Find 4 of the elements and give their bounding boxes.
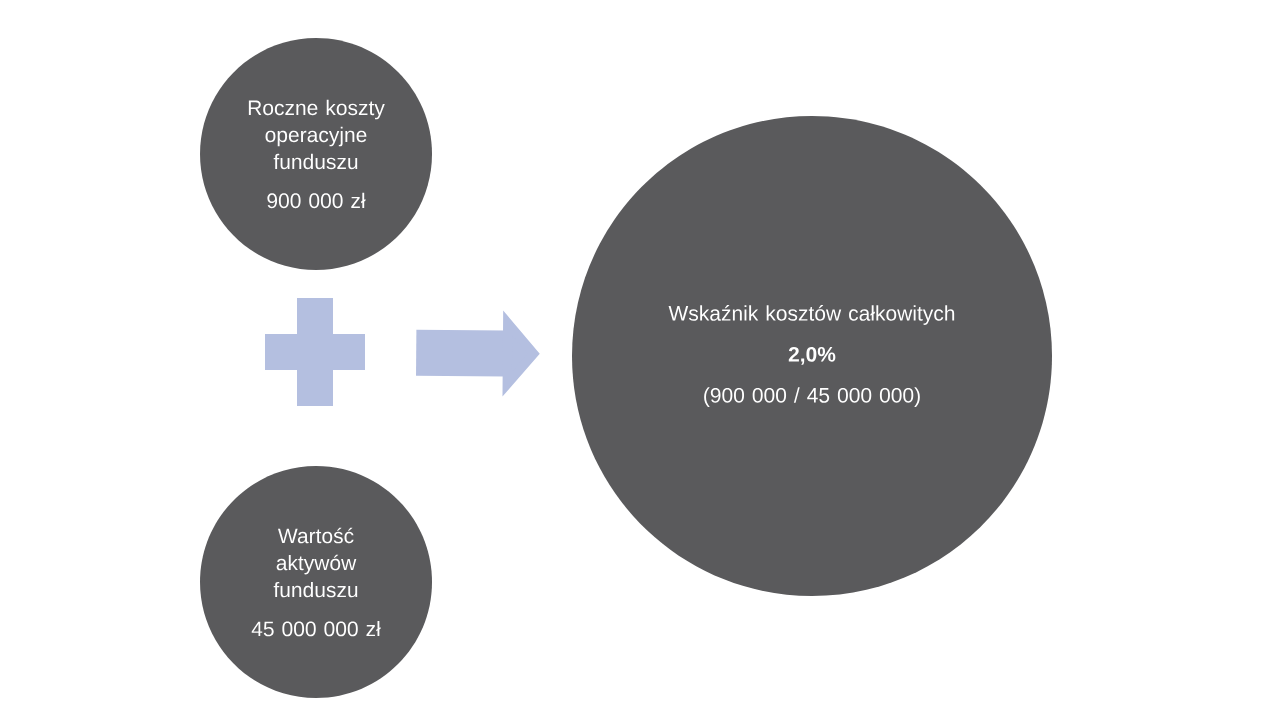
plus-sign [265, 298, 365, 406]
circle-node: Wartość aktywów funduszu 45 000 000 zł [200, 466, 432, 698]
circle-node: Wskaźnik kosztów całkowitych 2,0% (900 000 / 45 000 000) [572, 116, 1052, 596]
circle-node: Roczne koszty operacyjne funduszu 900 000 zł [200, 38, 432, 270]
